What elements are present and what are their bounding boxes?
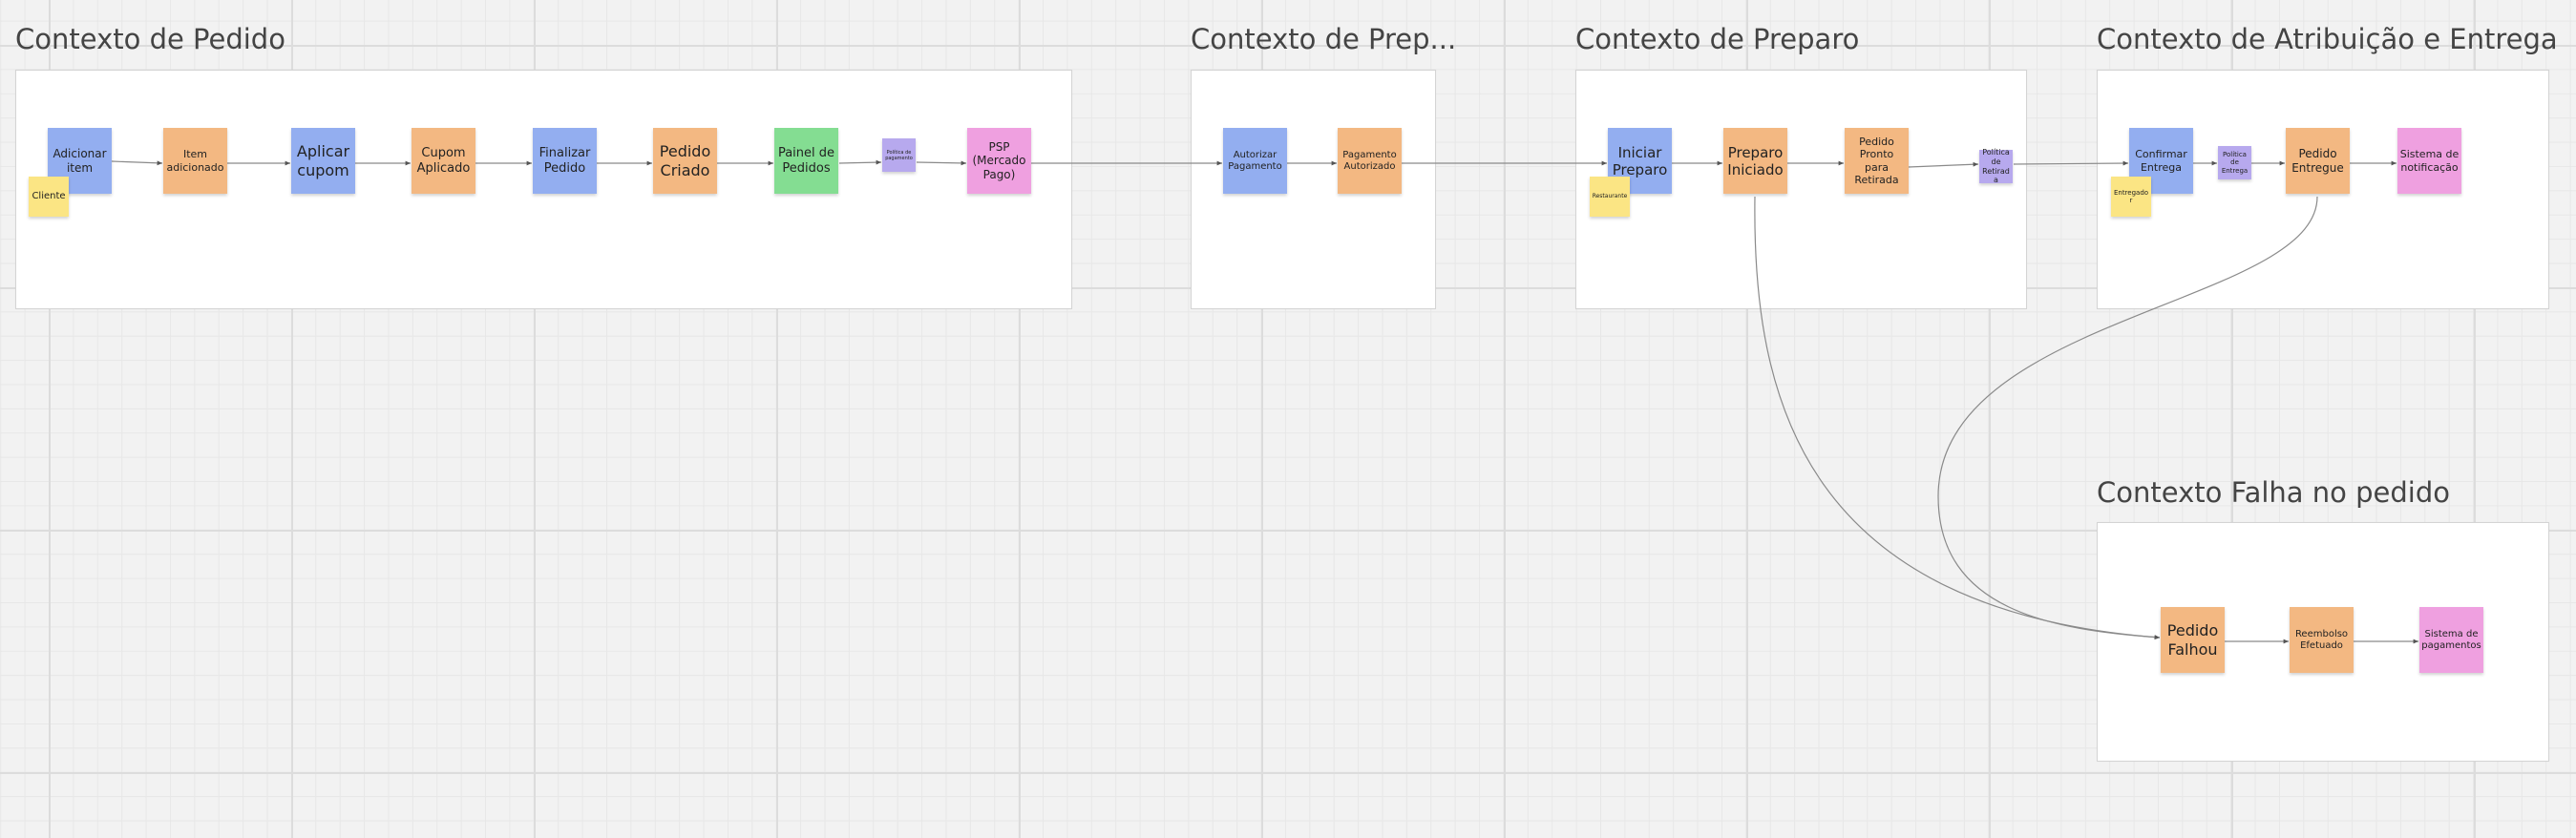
event-pagamento-autorizado[interactable]: Pagamento Autorizado — [1338, 128, 1402, 194]
command-finalizar-pedido[interactable]: Finalizar Pedido — [533, 128, 597, 194]
edge-politica-confirmar — [2013, 160, 2129, 166]
external-system-psp[interactable]: PSP (Mercado Pago) — [967, 128, 1031, 194]
actor-cliente[interactable]: Cliente — [29, 177, 69, 217]
context-title-entrega: Contexto de Atribuição e Entrega — [2097, 23, 2558, 55]
edge-politica-psp — [916, 160, 967, 166]
event-pedido-entregue[interactable]: Pedido Entregue — [2286, 128, 2350, 194]
event-pedido-falhou[interactable]: Pedido Falhou — [2161, 607, 2225, 673]
event-pedido-pronto[interactable]: Pedido Pronto para Retirada — [1845, 128, 1909, 194]
actor-entregador[interactable]: Entregador — [2111, 177, 2151, 217]
context-title-pagamento: Contexto de Prep... — [1191, 23, 1457, 55]
command-iniciar-preparo[interactable]: Iniciar Preparo — [1608, 128, 1672, 194]
event-preparo-iniciado[interactable]: Preparo Iniciado — [1723, 128, 1787, 194]
context-title-preparo: Contexto de Preparo — [1575, 23, 1860, 55]
command-autorizar-pagamento[interactable]: Autorizar Pagamento — [1223, 128, 1287, 194]
external-system-notificacao[interactable]: Sistema de notificação — [2397, 128, 2461, 194]
edge-iniciado-falhou — [1754, 196, 2161, 639]
edge-pronto-politica — [1908, 161, 1979, 168]
policy-entrega[interactable]: Política de Entrega — [2218, 146, 2251, 179]
actor-restaurante[interactable]: Restaurante — [1590, 177, 1630, 217]
edge-painel-politica — [838, 159, 882, 165]
event-item-adicionado[interactable]: Item adicionado — [163, 128, 227, 194]
context-title-pedido: Contexto de Pedido — [15, 23, 285, 55]
event-cupom-aplicado[interactable]: Cupom Aplicado — [412, 128, 475, 194]
edge-adicionar-item — [111, 160, 163, 166]
event-pedido-criado[interactable]: Pedido Criado — [653, 128, 717, 194]
policy-retirada[interactable]: Política de Retirada — [1979, 148, 2013, 184]
event-reembolso-efetuado[interactable]: Reembolso Efetuado — [2290, 607, 2354, 673]
context-title-falha: Contexto Falha no pedido — [2097, 476, 2450, 509]
policy-pagamento[interactable]: Política de pagamento — [882, 138, 916, 172]
edge-entregue-falhou — [1937, 196, 2318, 640]
command-aplicar-cupom[interactable]: Aplicar cupom — [291, 128, 355, 194]
read-model-painel-pedidos[interactable]: Painel de Pedidos — [774, 128, 838, 194]
external-system-pagamentos[interactable]: Sistema de pagamentos — [2419, 607, 2483, 673]
